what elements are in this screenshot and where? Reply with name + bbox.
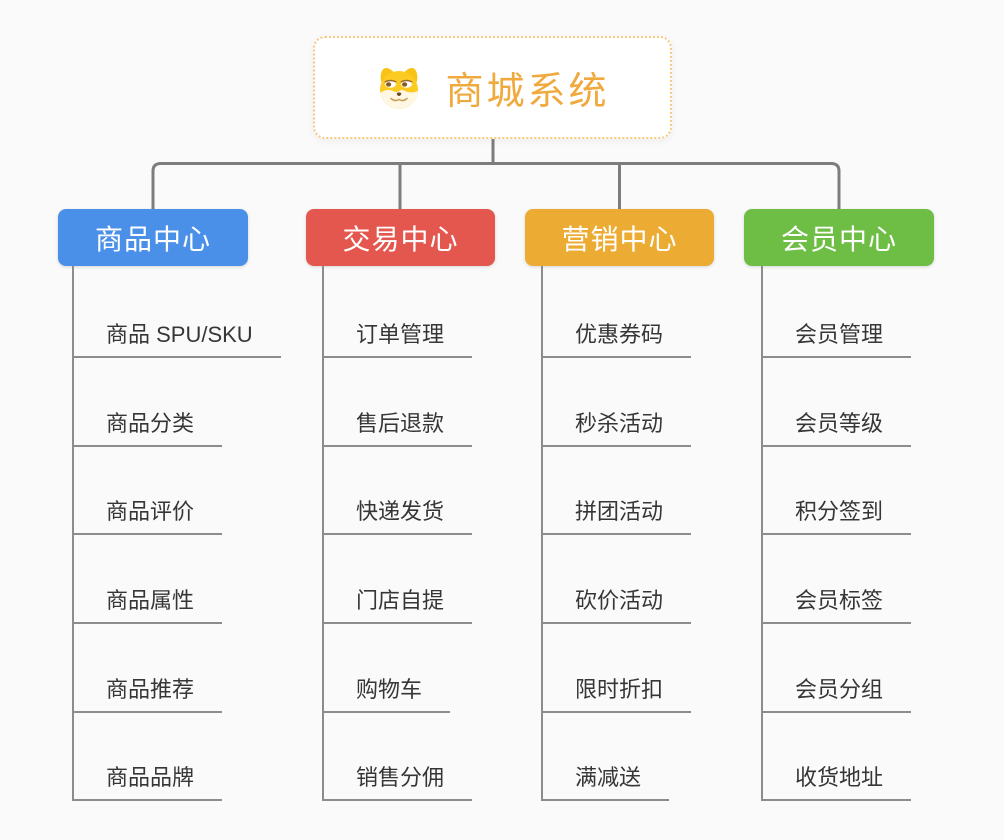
branch-trade-center[interactable]: 交易中心 [306,209,495,266]
branch-product-center[interactable]: 商品中心 [58,209,248,266]
leaf-node[interactable]: 订单管理 [322,320,473,358]
leaf-node[interactable]: 销售分佣 [322,763,473,801]
leaf-node[interactable]: 优惠券码 [541,320,692,358]
leaf-node[interactable]: 商品属性 [72,586,223,624]
leaf-node[interactable]: 收货地址 [761,763,912,801]
branch-member-center[interactable]: 会员中心 [744,209,934,266]
leaf-node[interactable]: 售后退款 [322,409,473,447]
leaf-node[interactable]: 商品评价 [72,497,223,535]
leaf-node[interactable]: 会员分组 [761,675,912,713]
branch-bus-line [151,162,841,209]
leaf-node[interactable]: 商品 SPU/SKU [72,320,281,358]
branch-marketing-center[interactable]: 营销中心 [525,209,714,266]
leaf-node[interactable]: 商品品牌 [72,763,223,801]
leaf-node[interactable]: 门店自提 [322,586,473,624]
leaf-node[interactable]: 会员等级 [761,409,912,447]
root-node[interactable]: 商城系统 [313,36,672,139]
leaf-node[interactable]: 快递发货 [322,497,473,535]
dog-face-icon [380,67,419,109]
leaf-node[interactable]: 砍价活动 [541,586,692,624]
leaf-node[interactable]: 购物车 [322,675,451,713]
leaf-node[interactable]: 满减送 [541,763,670,801]
leaf-node[interactable]: 商品分类 [72,409,223,447]
leaf-node[interactable]: 限时折扣 [541,675,692,713]
root-title: 商城系统 [445,71,610,113]
leaf-node[interactable]: 秒杀活动 [541,409,692,447]
leaf-node[interactable]: 会员管理 [761,320,912,358]
leaf-node[interactable]: 商品推荐 [72,675,223,713]
leaf-node[interactable]: 会员标签 [761,586,912,624]
leaf-node[interactable]: 拼团活动 [541,497,692,535]
leaf-node[interactable]: 积分签到 [761,497,912,535]
